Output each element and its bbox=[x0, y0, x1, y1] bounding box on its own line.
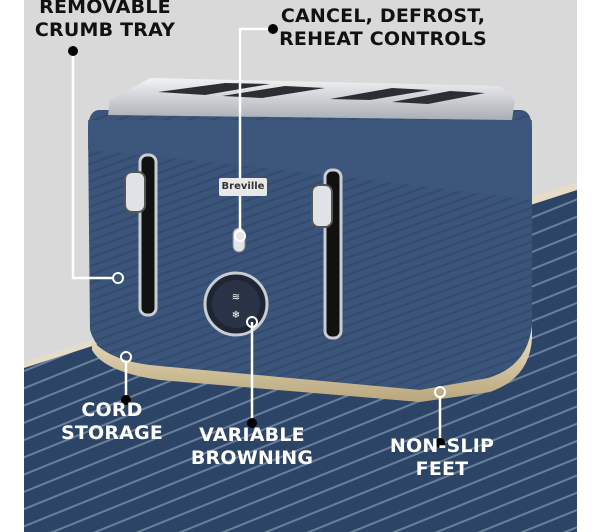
callout-text: CRUMB TRAY bbox=[34, 19, 176, 41]
callout-text: STORAGE bbox=[60, 422, 164, 444]
callout-text: CORD bbox=[81, 399, 143, 421]
callout-cord-storage: CORD STORAGE bbox=[61, 399, 163, 445]
callout-dots bbox=[68, 24, 445, 448]
callout-text: REMOVABLE bbox=[39, 0, 171, 18]
callout-text: VARIABLE bbox=[199, 424, 305, 446]
left-lever bbox=[124, 171, 146, 213]
callout-rings bbox=[112, 230, 446, 398]
brand-badge: Breville bbox=[219, 178, 267, 196]
gold-base-trim bbox=[92, 325, 532, 402]
callout-text: REHEAT CONTROLS bbox=[279, 28, 487, 50]
reheat-icon: ≋ bbox=[232, 292, 240, 303]
toaster-upper-band bbox=[88, 120, 532, 200]
defrost-icon: ❄ bbox=[232, 310, 240, 321]
callout-controls: CANCEL, DEFROST, REHEAT CONTROLS bbox=[279, 5, 487, 51]
right-lever bbox=[311, 184, 333, 228]
dial-face bbox=[212, 280, 260, 328]
callout-text: BROWNING bbox=[190, 447, 314, 469]
callout-browning: VARIABLE BROWNING bbox=[191, 424, 313, 470]
callout-crumb-tray: REMOVABLE CRUMB TRAY bbox=[35, 0, 175, 42]
callout-text: FEET bbox=[415, 458, 469, 480]
callout-text: CANCEL, DEFROST, bbox=[280, 5, 486, 27]
callout-feet: NON-SLIP FEET bbox=[390, 435, 494, 481]
callout-text: NON-SLIP bbox=[389, 435, 495, 457]
callout-lines bbox=[71, 27, 442, 442]
bread-slots bbox=[158, 83, 485, 104]
